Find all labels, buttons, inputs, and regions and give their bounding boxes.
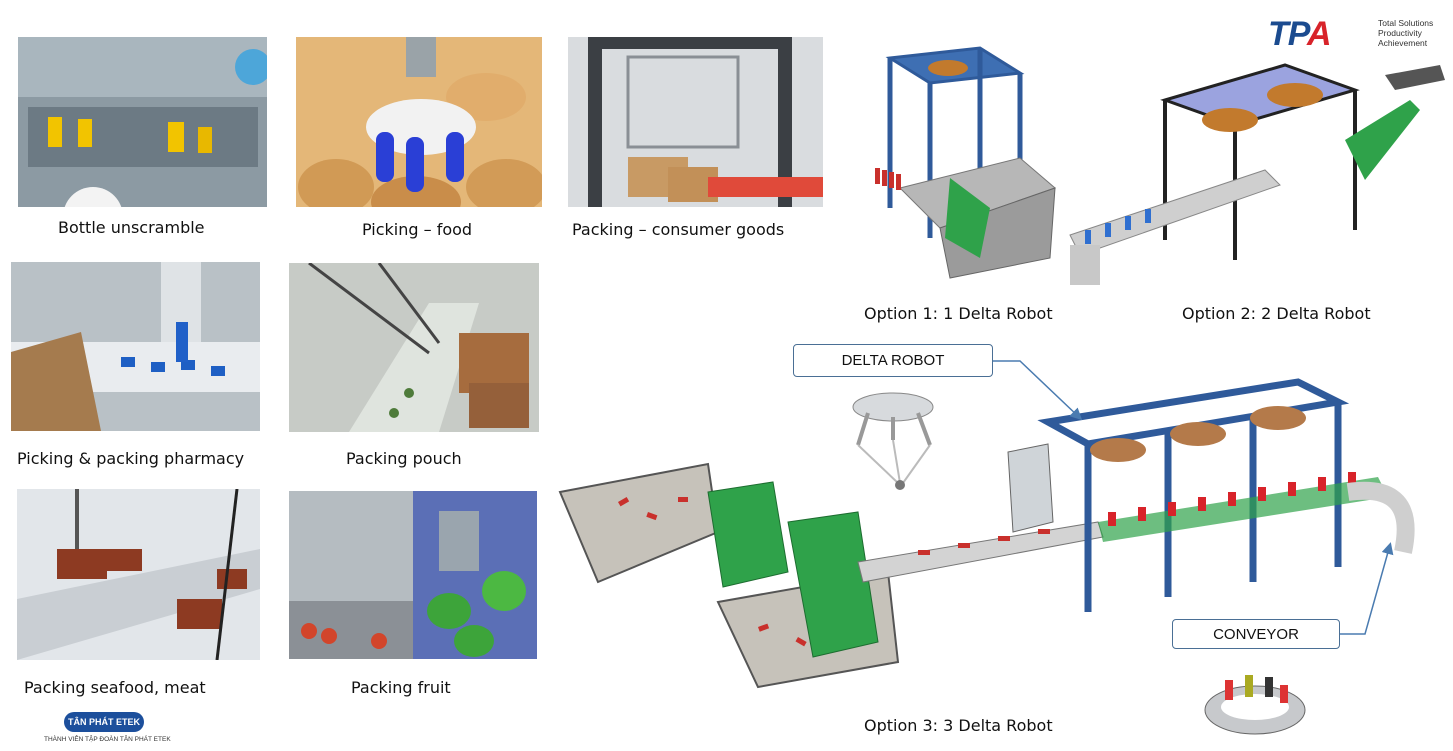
caption-packing-fruit: Packing fruit <box>351 678 451 697</box>
photo-packing-seafood-meat <box>17 489 260 660</box>
tpa-logo: TPA Total Solutions Productivity Achieve… <box>1268 14 1448 54</box>
tanphat-logo-badge: TÂN PHÁT ETEK <box>64 712 144 732</box>
tpa-logo-mark: TPA <box>1268 15 1331 53</box>
photo-picking-packing-pharmacy <box>11 262 260 431</box>
tpa-logo-tagline: Total Solutions Productivity Achievement <box>1378 18 1434 48</box>
tanphat-logo-tagline: THÀNH VIÊN TẬP ĐOÀN TÂN PHÁT ETEK <box>44 736 171 743</box>
photo-packing-pouch <box>289 263 539 432</box>
callout-conveyor: CONVEYOR <box>1172 619 1340 649</box>
caption-picking-packing-pharmacy: Picking & packing pharmacy <box>17 449 245 468</box>
option3-line-render <box>558 372 1418 720</box>
delta-robot-render <box>838 385 948 500</box>
conveyor-render <box>1200 655 1310 745</box>
caption-packing-pouch: Packing pouch <box>346 449 462 468</box>
callout-delta-robot: DELTA ROBOT <box>793 344 993 377</box>
caption-option-3: Option 3: 3 Delta Robot <box>864 716 1053 735</box>
caption-packing-seafood-meat: Packing seafood, meat <box>24 678 206 697</box>
caption-picking-food: Picking – food <box>362 220 473 239</box>
photo-bottle-unscramble <box>18 37 267 207</box>
option1-machine-render <box>860 38 1060 288</box>
photo-packing-consumer-goods <box>568 37 823 207</box>
tanphat-logo: TÂN PHÁT ETEK THÀNH VIÊN TẬP ĐOÀN TÂN PH… <box>32 708 202 748</box>
caption-option-2: Option 2: 2 Delta Robot <box>1182 304 1371 323</box>
caption-packing-consumer-goods: Packing – consumer goods <box>572 220 785 239</box>
caption-bottle-unscramble: Bottle unscramble <box>58 218 205 237</box>
photo-picking-food <box>296 37 542 207</box>
photo-packing-fruit <box>289 491 537 659</box>
option2-machine-render <box>1065 60 1450 290</box>
caption-option-1: Option 1: 1 Delta Robot <box>864 304 1053 323</box>
